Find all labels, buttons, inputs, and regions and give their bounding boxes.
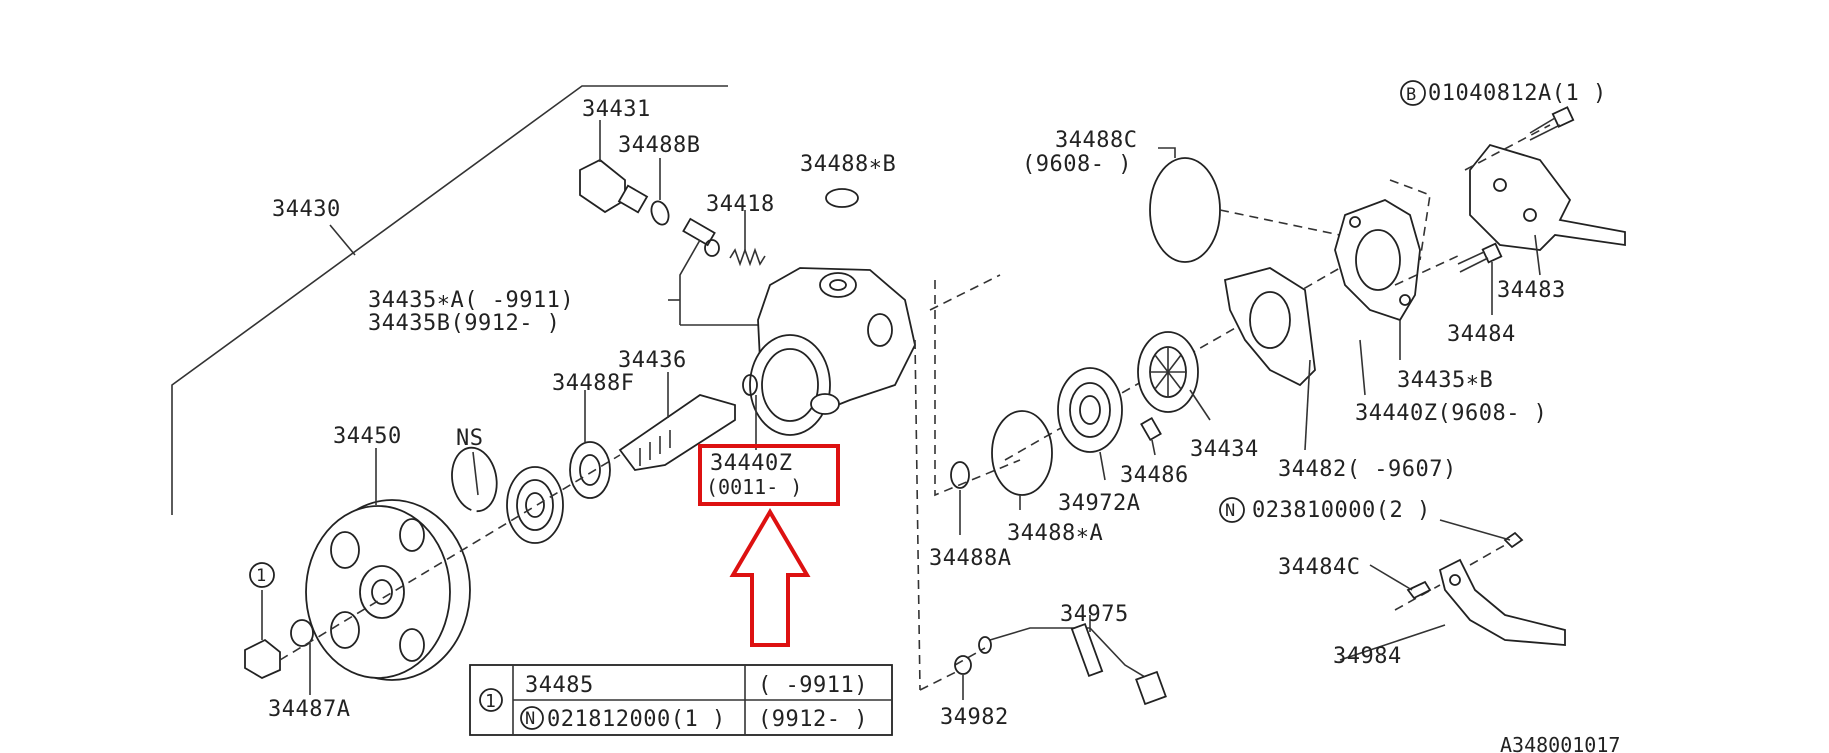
label-01040812a: 01040812A(1 )	[1428, 81, 1607, 106]
marker-b-text: B	[1406, 85, 1417, 105]
o-ring-34488sb	[825, 188, 859, 208]
table-row-1-range: ( -9911)	[758, 673, 868, 698]
cover-34435sb	[1334, 179, 1431, 396]
label-34435b: 34435B(9912- )	[368, 311, 560, 336]
label-34984: 34984	[1333, 644, 1402, 669]
label-34488c: 34488C	[1055, 128, 1137, 153]
label-34450: 34450	[333, 424, 402, 449]
pin-34486	[1140, 416, 1162, 456]
centre-line-left	[279, 454, 621, 661]
pulley-34450	[305, 448, 471, 681]
seal-34488f	[569, 390, 611, 499]
label-023810000: 023810000(2 )	[1252, 498, 1431, 523]
table-row-2-marker: N	[525, 709, 536, 729]
label-34484c: 34484C	[1278, 555, 1360, 580]
o-ring-34488b	[650, 158, 670, 226]
bolt-023810000	[1439, 519, 1524, 566]
spring-34418	[729, 210, 766, 267]
label-34488b: 34488B	[618, 133, 700, 158]
shaft-34436	[618, 372, 736, 471]
bearing	[506, 466, 564, 544]
label-34486: 34486	[1120, 463, 1189, 488]
marker-n-text: N	[1225, 501, 1236, 521]
label-34488sa: 34488∗A	[1007, 521, 1103, 546]
label-34488f: 34488F	[552, 371, 634, 396]
label-diagram-id: A348001017	[1500, 733, 1620, 753]
label-34488sb: 34488∗B	[800, 152, 896, 177]
label-34975: 34975	[1060, 602, 1129, 627]
label-34435sb: 34435∗B	[1397, 368, 1493, 393]
leader-34435	[668, 239, 765, 326]
highlight-box-34440z	[698, 444, 840, 506]
up-arrow-icon	[729, 508, 811, 647]
valve-34418	[682, 217, 720, 257]
label-34483: 34483	[1497, 278, 1566, 303]
label-34436: 34436	[618, 348, 687, 373]
pressure-switch-34431	[579, 120, 649, 214]
label-34487a: 34487A	[268, 697, 350, 722]
table-row-2-part: 021812000(1 )	[547, 707, 726, 732]
marker-circle-b	[1400, 80, 1426, 106]
washer-34487a	[290, 619, 314, 695]
table-row-2-range: (9912- )	[758, 707, 868, 732]
bracket-34984	[1339, 558, 1566, 661]
assembly-boundary	[171, 85, 728, 515]
label-34484: 34484	[1447, 322, 1516, 347]
label-34982: 34982	[940, 705, 1009, 730]
label-34440z-2: 34440Z(9608- )	[1355, 401, 1547, 426]
marker-circle-1	[249, 562, 275, 588]
label-34430: 34430	[272, 197, 341, 222]
rotor-34434	[1137, 331, 1211, 421]
gasket-34482	[1223, 267, 1316, 451]
sensor-34975	[954, 615, 1167, 706]
marker-circle-n	[1219, 497, 1245, 523]
o-ring-34488a	[950, 461, 970, 535]
bolt-01040812a	[1464, 106, 1575, 171]
label-ns: NS	[456, 426, 484, 451]
o-ring-34488sa	[991, 410, 1053, 510]
label-34482: 34482( -9607)	[1278, 457, 1457, 482]
label-34434: 34434	[1190, 437, 1259, 462]
bolt-34484c	[1369, 564, 1441, 611]
reference-table	[469, 664, 893, 736]
label-34440z-range: (0011- )	[706, 475, 802, 499]
bracket-34483	[1469, 143, 1626, 276]
label-34488c-range: (9608- )	[1022, 152, 1132, 177]
table-row-1-part: 34485	[525, 673, 594, 698]
label-34418: 34418	[706, 192, 775, 217]
table-marker: 1	[485, 691, 496, 712]
o-ring-34488c	[1149, 147, 1341, 263]
nut	[244, 590, 281, 680]
pump-housing	[749, 267, 916, 436]
bolt-34484	[1394, 242, 1503, 315]
snap-ring-ns	[451, 446, 498, 513]
label-34488a: 34488A	[929, 546, 1011, 571]
marker-1-text: 1	[256, 566, 267, 586]
label-34431: 34431	[582, 97, 651, 122]
washer-34982	[954, 655, 972, 700]
label-34972a: 34972A	[1058, 491, 1140, 516]
label-34440z-main: 34440Z	[710, 451, 792, 476]
label-34435a: 34435∗A( -9911)	[368, 288, 574, 313]
cam-ring-34972a	[1057, 367, 1123, 481]
small-ring-34440z	[742, 374, 758, 450]
